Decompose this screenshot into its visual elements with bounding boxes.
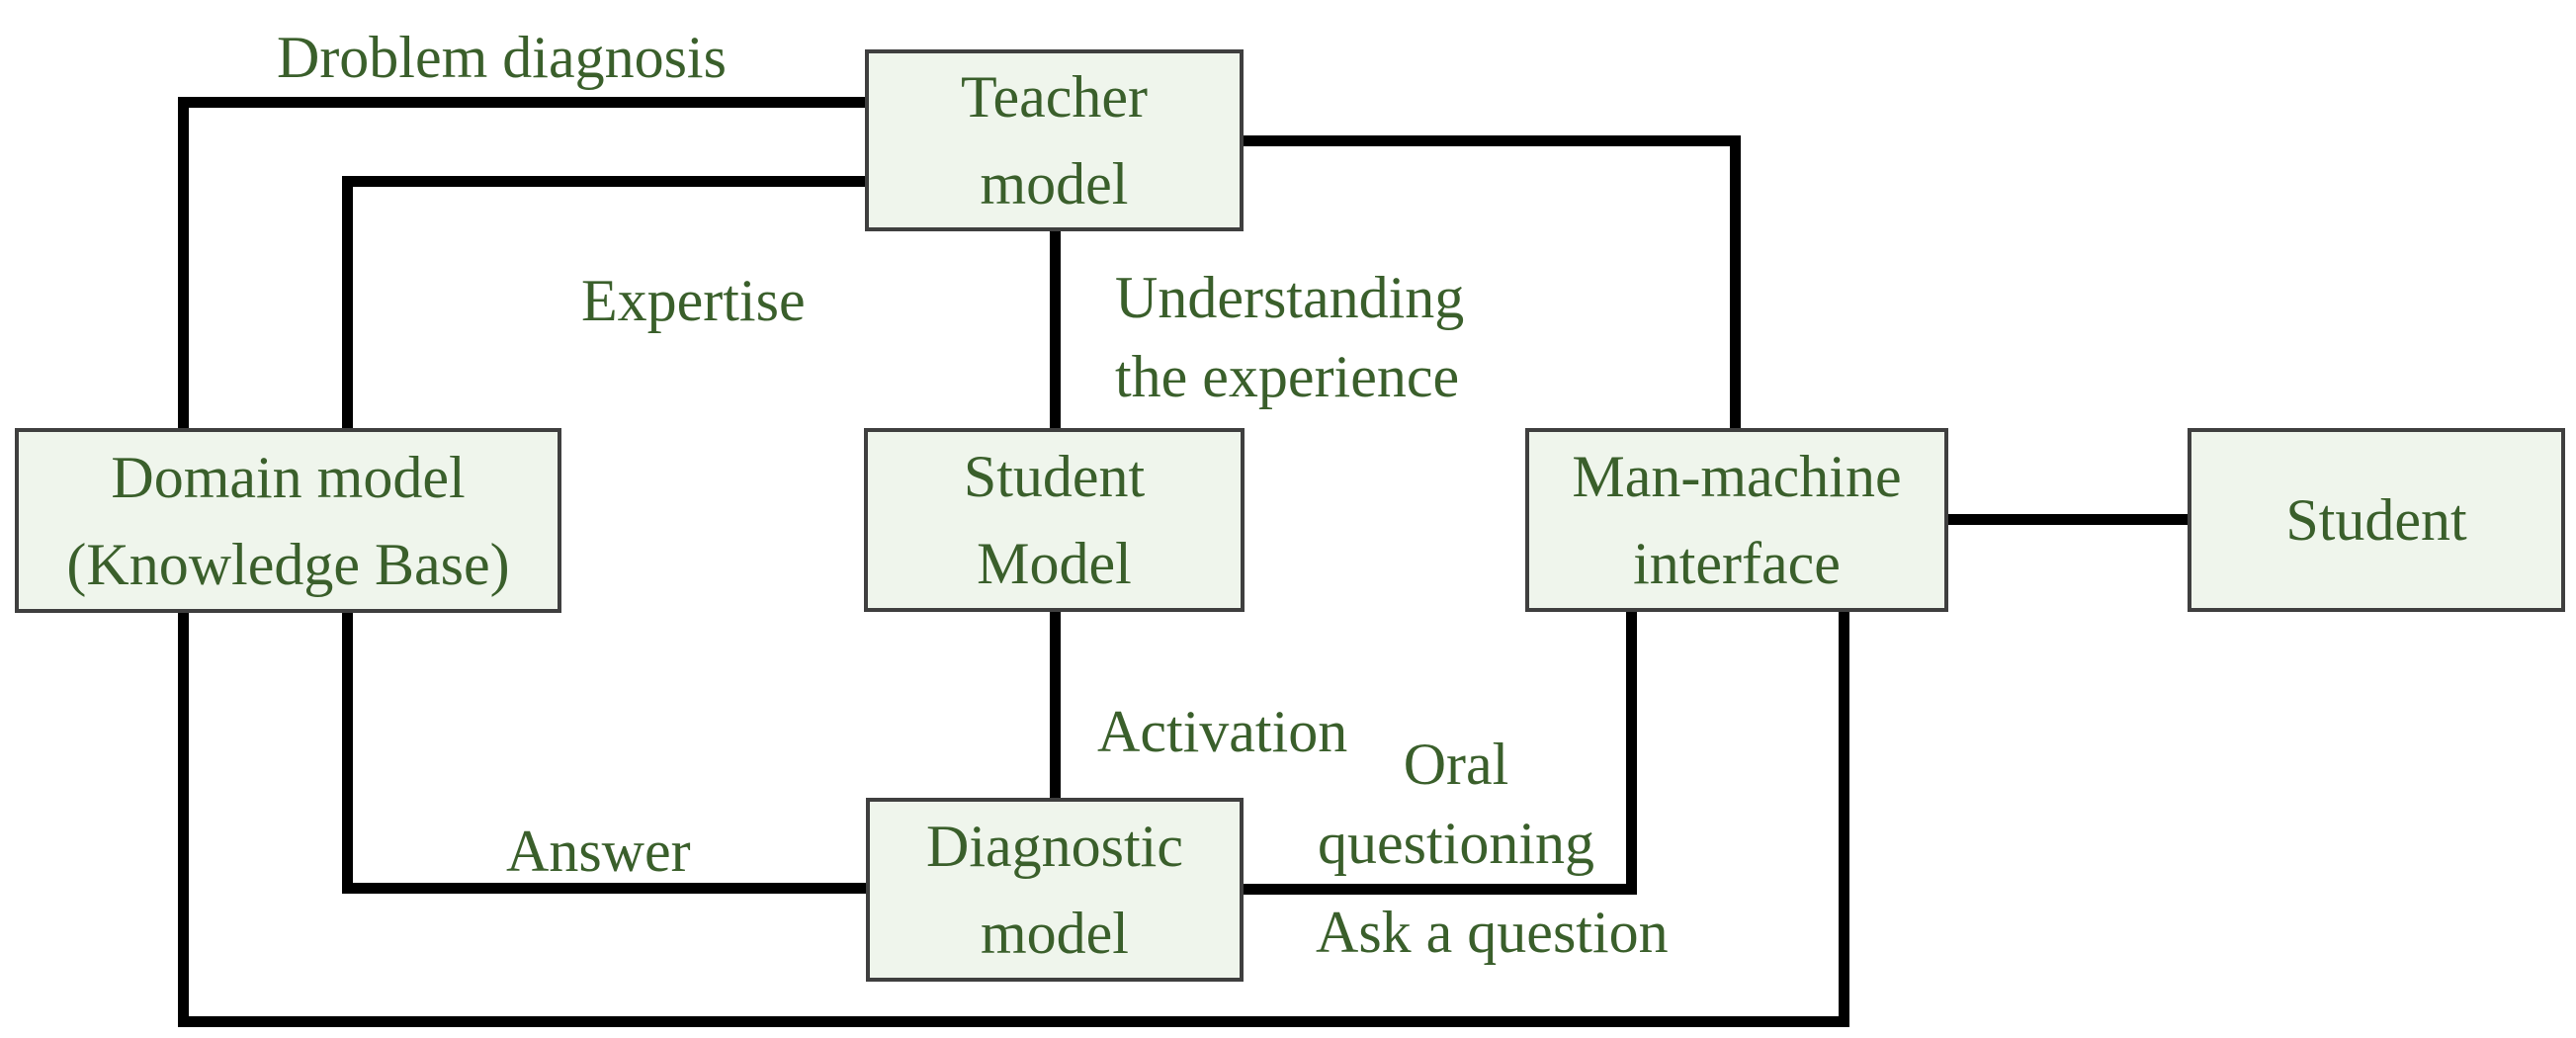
connector-bottom-horizontal <box>178 1016 1849 1027</box>
connector-diagnostic-mmi-horizontal <box>1244 884 1637 895</box>
connector-studentmodel-diagnostic-vertical <box>1050 612 1061 798</box>
connector-domain-teacher-upper-horizontal <box>178 97 865 108</box>
connector-answer-diagnostic-horizontal <box>342 883 866 894</box>
box-label-line: model <box>980 151 1129 216</box>
label-line: Activation <box>1097 699 1348 764</box>
box-domain-model: Domain model (Knowledge Base) <box>15 428 561 613</box>
label-line: Droblem diagnosis <box>277 25 727 90</box>
connector-domain-teacher-lower-horizontal <box>342 176 865 187</box>
box-teacher-model: Teacher model <box>865 49 1244 231</box>
label-line: Answer <box>506 819 691 884</box>
connector-teacher-mmi-horizontal <box>1244 135 1741 146</box>
label-line: Oral <box>1403 732 1509 797</box>
label-line: questioning <box>1318 811 1594 876</box>
box-label-line: interface <box>1633 531 1841 596</box>
connector-teacher-studentmodel-vertical <box>1050 231 1061 428</box>
label-activation: Activation <box>1097 692 1347 771</box>
box-label-line: Diagnostic <box>926 814 1183 879</box>
connector-mmi-oral-vertical <box>1626 612 1637 895</box>
box-student: Student <box>2188 428 2565 612</box>
connector-domain-teacher-lower-vertical <box>342 176 353 428</box>
connector-domain-bottom-vertical <box>178 613 189 1027</box>
box-label-line: Student <box>2285 487 2467 553</box>
box-label-line: Student <box>963 444 1146 509</box>
label-line: the experience <box>1115 344 1460 409</box>
label-line: Understanding <box>1115 265 1465 330</box>
label-understanding: Understanding the experience <box>1115 258 1464 416</box>
box-label-line: (Knowledge Base) <box>66 531 510 597</box>
box-label-line: Teacher <box>961 64 1148 130</box>
box-man-machine-interface: Man-machine interface <box>1525 428 1948 612</box>
box-label-line: Man-machine <box>1572 444 1902 509</box>
label-line: Expertise <box>581 268 806 333</box>
label-expertise: Expertise <box>581 261 806 340</box>
label-oral-questioning: Oral questioning <box>1308 725 1604 883</box>
box-diagnostic-model: Diagnostic model <box>866 798 1244 982</box>
label-line: Ask a question <box>1316 900 1669 965</box>
label-ask-a-question: Ask a question <box>1316 893 1669 972</box>
box-label-line: Model <box>977 531 1132 596</box>
connector-teacher-mmi-vertical <box>1730 135 1741 428</box>
connector-mmi-student-horizontal <box>1948 514 2188 525</box>
label-problem-diagnosis: Droblem diagnosis <box>277 18 727 97</box>
box-label-line: model <box>981 901 1129 966</box>
box-label-line: Domain model <box>111 444 466 510</box>
connector-domain-teacher-upper-vertical <box>178 97 189 428</box>
connector-mmi-bottom-vertical <box>1839 612 1849 1027</box>
label-answer: Answer <box>506 812 691 891</box>
connector-domain-answer-vertical <box>342 613 353 894</box>
